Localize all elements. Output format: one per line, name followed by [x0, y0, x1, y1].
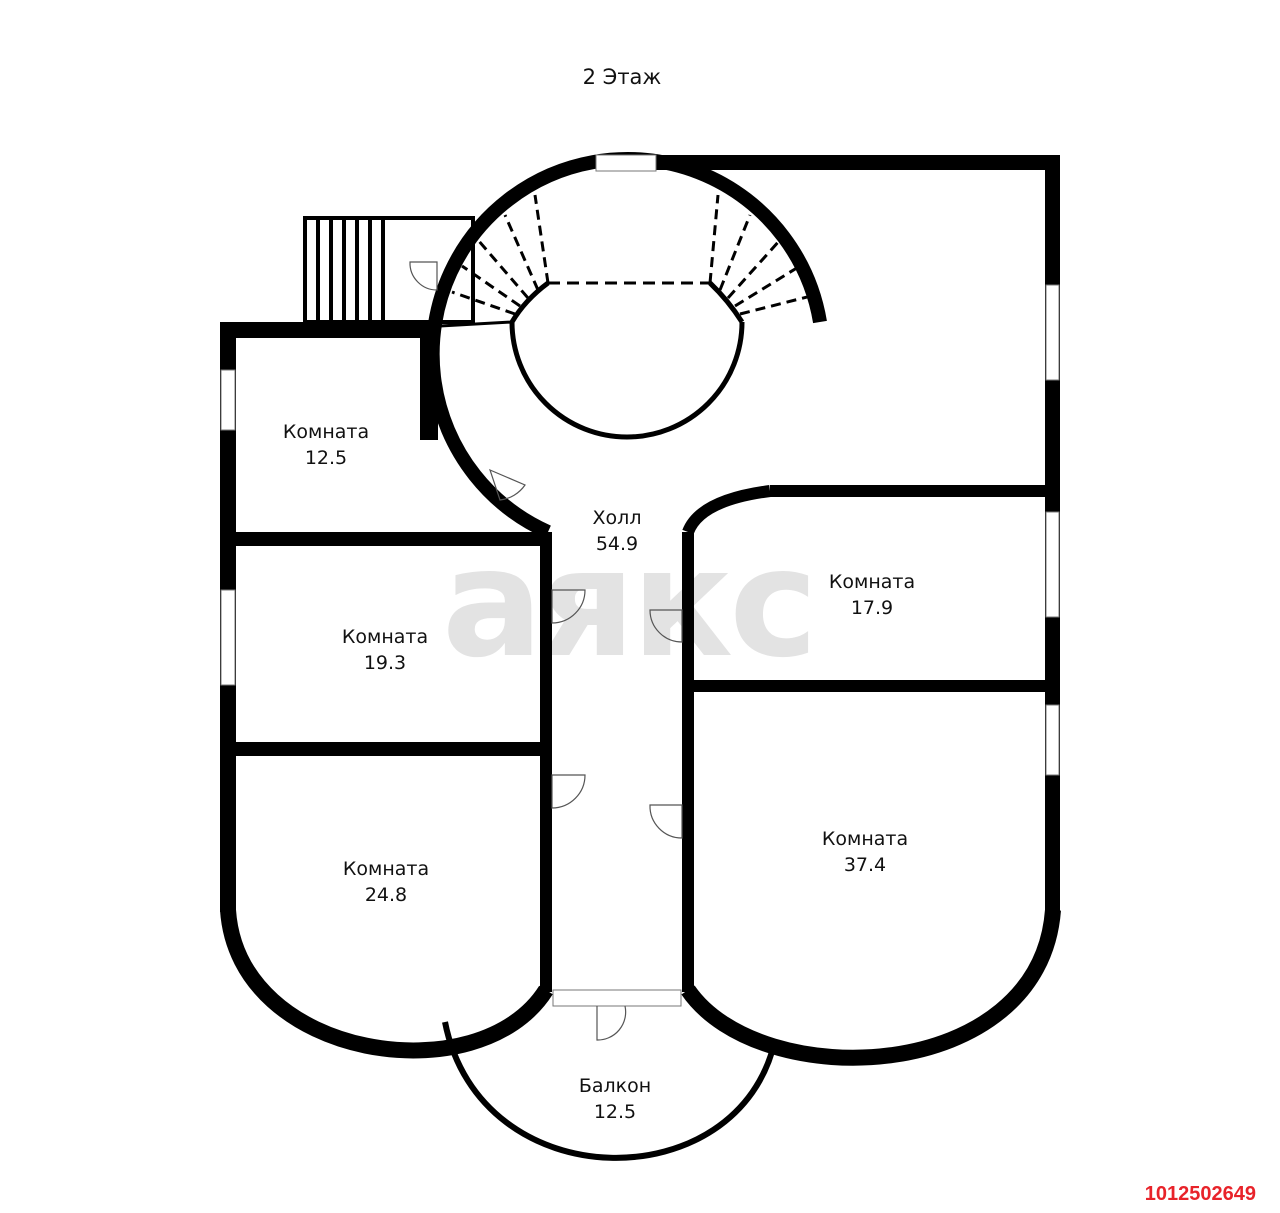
room-area: 12.5	[305, 447, 347, 469]
listing-id: 1012502649	[1145, 1183, 1256, 1205]
room-name: Комната	[343, 858, 429, 880]
doors	[409, 261, 683, 1041]
stair-steps	[451, 194, 816, 316]
room-label-komnata-24-8: Комната 24.8	[343, 858, 429, 906]
room-area: 54.9	[596, 533, 638, 555]
room-label-komnata-37-4: Комната 37.4	[822, 828, 908, 876]
room-area: 24.8	[365, 884, 407, 906]
room-area: 12.5	[594, 1101, 636, 1123]
room-label-komnata-19-3: Комната 19.3	[342, 626, 428, 674]
room-label-komnata-12-5: Комната 12.5	[283, 421, 369, 469]
room-label-komnata-17-9: Комната 17.9	[829, 571, 915, 619]
wall-curves	[220, 152, 1061, 1161]
room-label-holl: Холл 54.9	[593, 507, 642, 555]
room-name: Комната	[829, 571, 915, 593]
room-name: Холл	[593, 507, 642, 529]
floor-title: 2 Этаж	[583, 65, 662, 89]
room-name: Комната	[342, 626, 428, 648]
windows	[220, 154, 1060, 1007]
room-area: 19.3	[364, 652, 406, 674]
room-area: 17.9	[851, 597, 893, 619]
room-name: Балкон	[579, 1075, 651, 1097]
exterior-stairs	[303, 216, 475, 324]
room-label-balkon: Балкон 12.5	[579, 1075, 651, 1123]
room-area: 37.4	[844, 854, 886, 876]
room-name: Комната	[283, 421, 369, 443]
room-name: Комната	[822, 828, 908, 850]
